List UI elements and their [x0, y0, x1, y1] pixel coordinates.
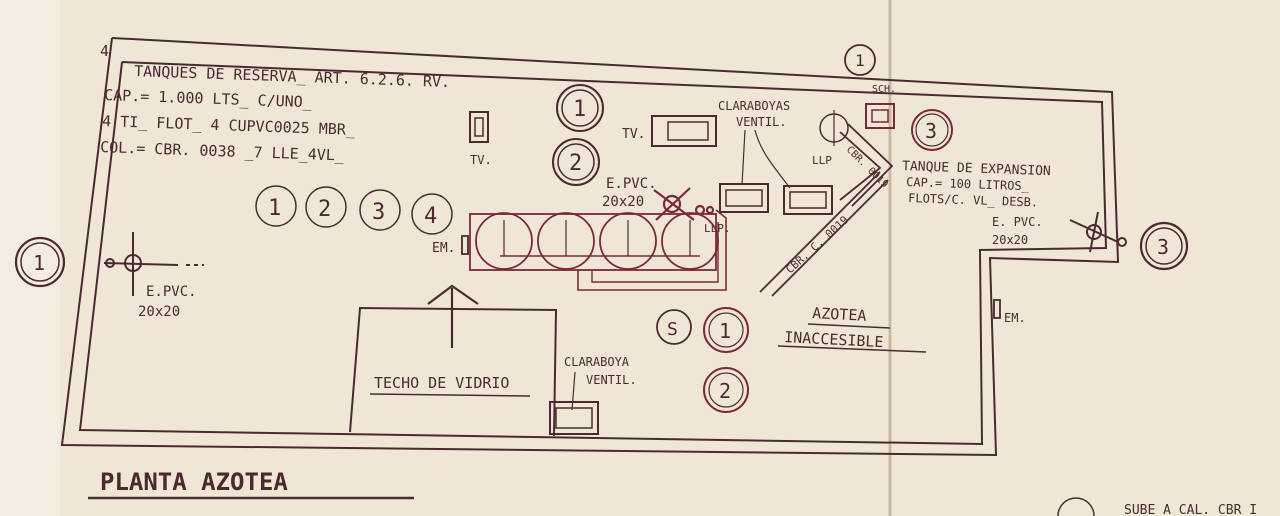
- water-tank-1: [475, 212, 533, 270]
- marker-label: 4: [424, 204, 437, 229]
- em-tanks-symbol: [461, 235, 469, 255]
- sch-label: SCH.: [872, 84, 896, 95]
- claraboyas-label-1: CLARABOYAS: [718, 99, 790, 113]
- glass-roof-label: TECHO DE VIDRIO: [374, 374, 509, 392]
- marker-bottom-cut: [1057, 497, 1095, 516]
- notes-line-3: 4 TI_ FLOT_ 4 CUPVC0025 MBR_: [102, 112, 356, 139]
- tank-marker-2: 2: [305, 186, 347, 228]
- sch-box: [865, 103, 895, 129]
- azotea-underline-1: [807, 323, 891, 329]
- llp-right-label: LLP: [812, 154, 832, 167]
- marker-label: 3: [372, 200, 385, 225]
- llp-center-label: LLP.: [704, 222, 731, 235]
- notes-line-4: COL.= CBR. 0038 _7 LLE_4VL_: [100, 138, 345, 165]
- marker-3-right: 3: [1139, 221, 1189, 271]
- claraboya-low-label-1: CLARABOYA: [564, 355, 630, 369]
- claraboya-box-b: [783, 185, 833, 215]
- claraboya-low-leader: [571, 371, 576, 411]
- marker-1-left: 1: [14, 236, 66, 288]
- drain-center-symbol: [653, 187, 715, 221]
- marker-2-top: 2: [552, 138, 600, 186]
- sch-box-inner: [871, 109, 889, 123]
- em-tanks-label: EM.: [432, 241, 455, 256]
- marker-2-mid: 2: [703, 367, 749, 413]
- water-tank-3: [599, 212, 657, 270]
- marker-label: 1: [268, 196, 281, 221]
- marker-label: 1: [33, 251, 45, 275]
- paper-edge-left: [0, 0, 60, 516]
- sheet-title: PLANTA AZOTEA: [100, 468, 288, 496]
- epvc-left-label-1: E.PVC.: [146, 284, 197, 300]
- tv-box-top-inner: [667, 121, 709, 141]
- azotea-underline-2: [777, 345, 927, 353]
- tank-marker-1: 1: [255, 185, 297, 227]
- expansion-line-2: CAP.= 100 LITROS_: [906, 175, 1030, 193]
- azotea-label-1: AZOTEA: [812, 304, 867, 325]
- marker-label: S: [667, 319, 678, 340]
- epvc-center-label-2: 20x20: [602, 194, 644, 210]
- notes-line-2: CAP.= 1.000 LTS_ C/UNO_: [104, 86, 313, 111]
- cbr-diagonal-pipe: CBR. C. 0019: [759, 171, 889, 297]
- tank-marker-3: 3: [359, 189, 401, 231]
- marker-s: S: [656, 309, 692, 345]
- claraboya-low-box-inner: [555, 407, 593, 429]
- tank-marker-4: 4: [411, 193, 453, 235]
- notes-line-1: TANQUES DE RESERVA_ ART. 6.2.6. RV.: [134, 62, 451, 91]
- marker-1-top: 1: [556, 84, 604, 132]
- marker-label: CBR. 0019: [844, 144, 890, 190]
- em-right-symbol: [993, 299, 1001, 319]
- tv-box-left-inner: [474, 117, 484, 137]
- marker-label: 1: [719, 319, 731, 343]
- glass-roof-arrow: [427, 284, 479, 348]
- claraboya-box-a-inner: [725, 189, 763, 207]
- em-right-label: EM.: [1004, 311, 1026, 325]
- expansion-line-3: FLOTS/C. VL_ DESB.: [908, 191, 1038, 210]
- claraboya-box-b-inner: [789, 191, 827, 209]
- marker-label: 2: [719, 379, 731, 403]
- marker-label: 3: [1157, 235, 1169, 259]
- tv-label-top: TV.: [622, 127, 645, 142]
- water-tanks: [469, 209, 727, 291]
- marker-3-right-top: 3: [911, 109, 953, 151]
- roof-outline: [60, 37, 1120, 457]
- drain-right-symbol: [1069, 211, 1127, 253]
- marker-1-mid: 1: [703, 307, 749, 353]
- azotea-label-2: INACCESIBLE: [784, 328, 884, 351]
- claraboyas-label-2: VENTIL.: [736, 115, 787, 129]
- marker-1-topright: 1: [844, 44, 876, 76]
- epvc-left-label-2: 20x20: [138, 304, 180, 320]
- claraboya-box-a: [719, 183, 769, 213]
- marker-label: 1: [573, 97, 586, 122]
- bottom-cut-label: SUBE A CAL. CBR I: [1124, 503, 1257, 516]
- cbr-column: CBR. 0019: [839, 123, 894, 207]
- marker-label: CBR. C. 0019: [783, 213, 851, 276]
- tank-notes: 4 TANQUES DE RESERVA_ ART. 6.2.6. RV. CA…: [100, 42, 451, 165]
- drain-left-symbol: [103, 232, 204, 296]
- notes-number: 4: [100, 42, 109, 60]
- claraboya-low-box: [549, 401, 599, 435]
- epvc-right-label-1: E. PVC.: [992, 215, 1043, 229]
- marker-label: 1: [855, 51, 865, 70]
- expansion-line-1: TANQUE DE EXPANSION: [902, 159, 1051, 179]
- expansion-tank-notes: TANQUE DE EXPANSION CAP.= 100 LITROS_ FL…: [902, 159, 1051, 210]
- claraboyas-leader: [741, 129, 791, 189]
- claraboya-low-label-2: VENTIL.: [586, 373, 637, 387]
- tv-box-left: [469, 111, 489, 143]
- tv-label-left: TV.: [470, 153, 492, 167]
- marker-label: 2: [569, 151, 582, 176]
- glass-roof-outline: [349, 306, 558, 437]
- marker-label: 3: [925, 119, 937, 143]
- tv-box-top: [651, 115, 717, 147]
- water-tank-2: [537, 212, 595, 270]
- water-tank-4: [661, 212, 719, 270]
- glass-roof-underline: [369, 393, 531, 397]
- epvc-center-label-1: E.PVC.: [606, 176, 657, 192]
- marker-label: 2: [318, 197, 331, 222]
- epvc-right-label-2: 20x20: [992, 233, 1028, 247]
